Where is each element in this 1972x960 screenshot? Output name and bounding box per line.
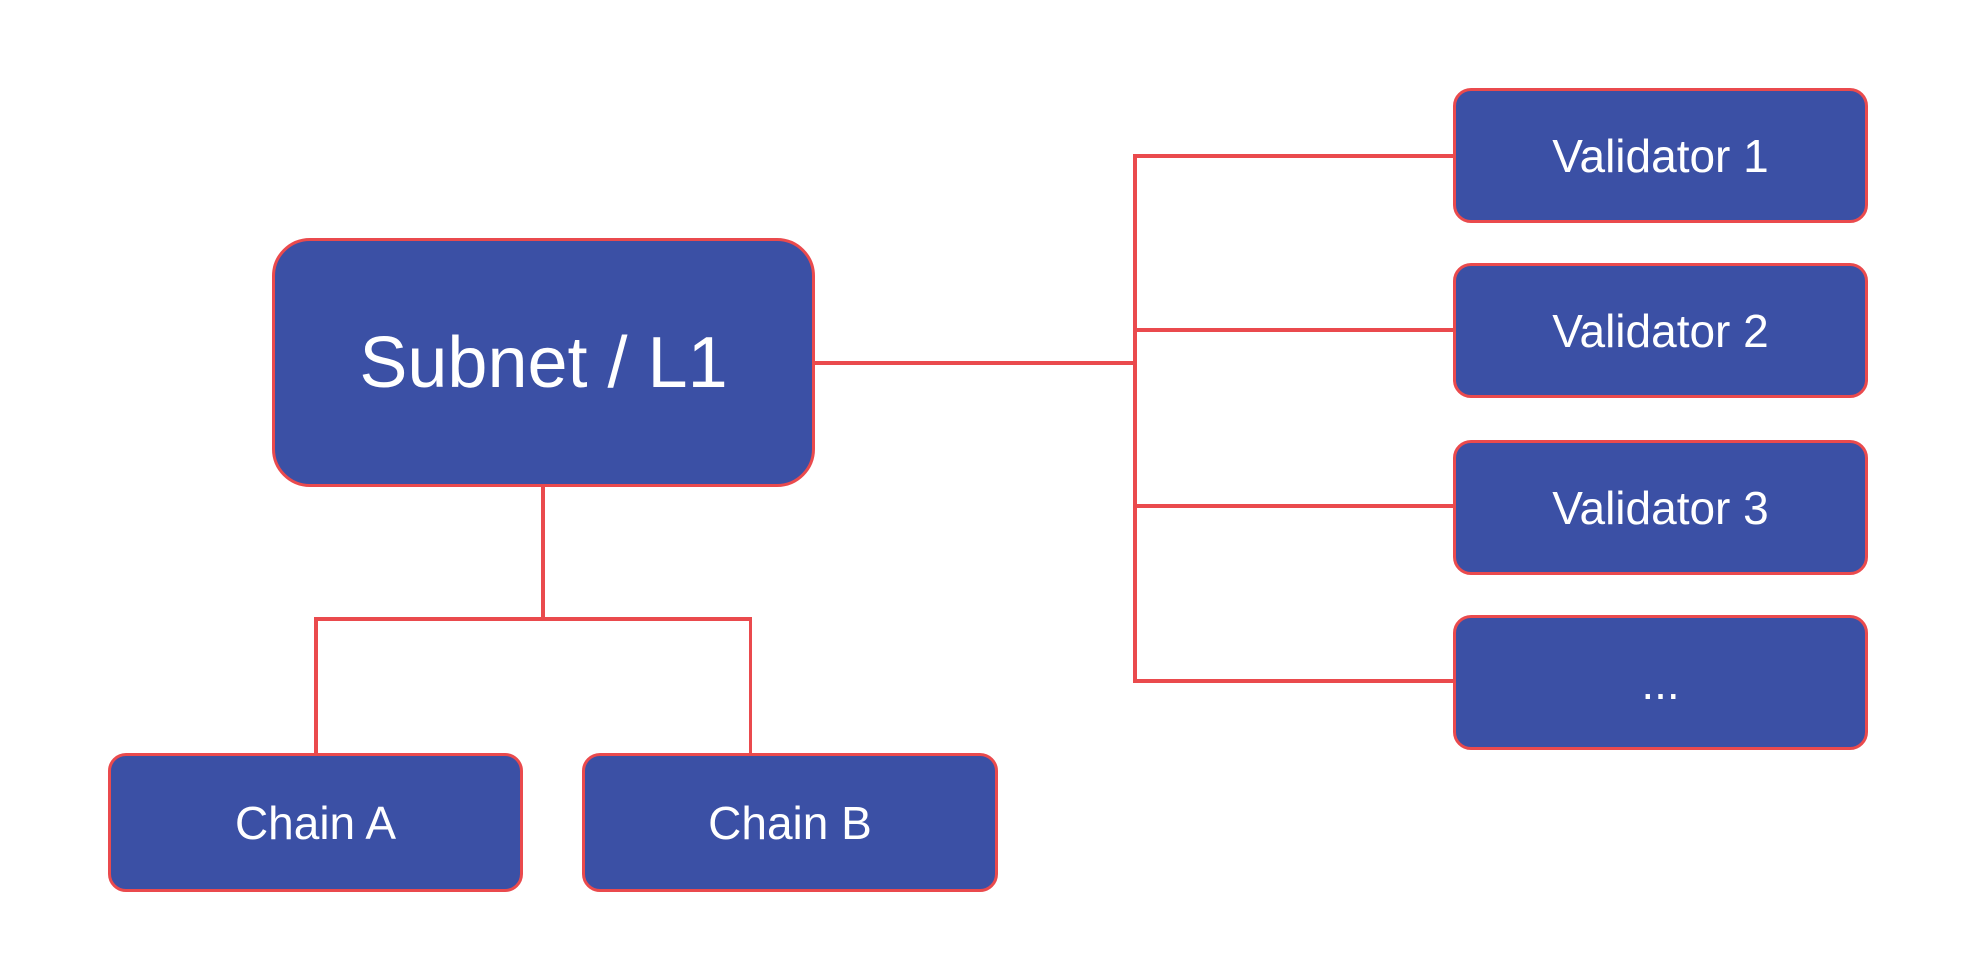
node-chain-b-label: Chain B — [708, 796, 872, 849]
node-validator-more-label: ... — [1641, 656, 1680, 709]
connector-trunk-to-validator-2 — [1133, 328, 1455, 332]
connector-branch-to-chain-b — [748, 617, 752, 756]
node-validator-3-label: Validator 3 — [1552, 481, 1769, 534]
node-validator-1-label: Validator 1 — [1552, 129, 1769, 182]
node-validator-2: Validator 2 — [1453, 263, 1868, 398]
connector-trunk-to-validator-1 — [1133, 154, 1455, 158]
node-subnet-l1-label: Subnet / L1 — [359, 322, 728, 403]
node-chain-b: Chain B — [582, 753, 998, 892]
connector-chains-branch — [314, 617, 752, 621]
node-chain-a: Chain A — [108, 753, 523, 892]
node-validator-1: Validator 1 — [1453, 88, 1868, 223]
node-validator-3: Validator 3 — [1453, 440, 1868, 575]
node-subnet-l1: Subnet / L1 — [272, 238, 815, 487]
connector-subnet-to-trunk — [812, 361, 1137, 365]
node-validator-2-label: Validator 2 — [1552, 304, 1769, 357]
connector-subnet-stem — [541, 485, 545, 621]
node-chain-a-label: Chain A — [234, 796, 397, 849]
connector-validator-trunk — [1133, 154, 1137, 683]
connector-trunk-to-validator-more — [1133, 679, 1455, 683]
node-validator-more: ... — [1453, 615, 1868, 750]
connector-branch-to-chain-a — [314, 617, 318, 756]
connector-trunk-to-validator-3 — [1133, 504, 1455, 508]
